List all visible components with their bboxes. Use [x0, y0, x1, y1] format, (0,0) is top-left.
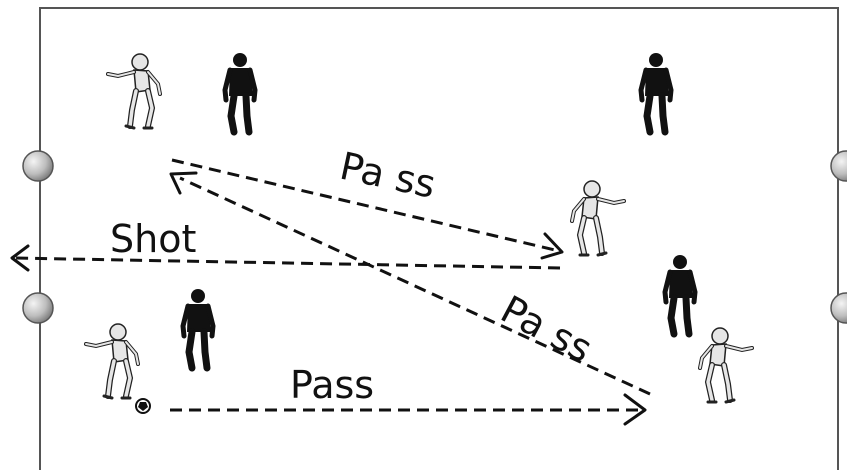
shot-arrow: [10, 244, 561, 272]
white-player-bottom-left: [86, 324, 138, 398]
pass-label-top: Pa ss: [336, 144, 439, 207]
dark-player-top-right: [641, 53, 671, 132]
field-outline: [39, 7, 839, 470]
pass-arrow-bottom: [170, 393, 647, 426]
dark-player-center-left: [183, 289, 213, 368]
pass-label-diagonal: Pa ss: [494, 287, 600, 371]
dark-player-top-left: [225, 53, 255, 132]
pass-arrow-diagonal: [169, 171, 651, 396]
dark-player-right: [665, 255, 695, 334]
soccer-ball-icon: [135, 398, 151, 414]
goal-post-right-bottom: [830, 292, 847, 324]
white-player-bottom-right: [700, 328, 752, 402]
shot-label: Shot: [110, 217, 196, 261]
pass-arrow-top: [171, 158, 564, 260]
goal-post-right-top: [830, 150, 847, 182]
white-player-top-left: [108, 54, 160, 128]
goal-post-left-top: [22, 150, 54, 182]
goal-post-left-bottom: [22, 292, 54, 324]
pass-label-bottom: Pass: [290, 363, 374, 407]
white-player-middle-right: [572, 181, 624, 255]
